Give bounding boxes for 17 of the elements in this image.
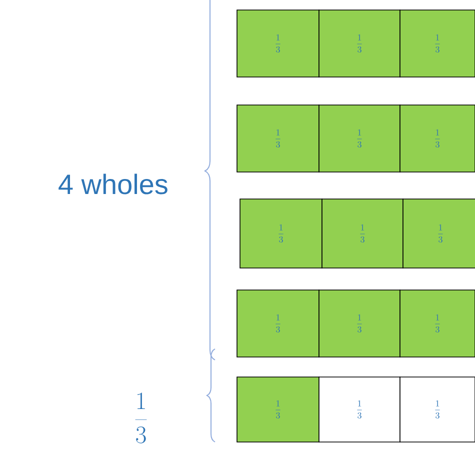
fraction-cell: $\frac{1}{3}$ [318,104,400,172]
fraction-cell: $\frac{1}{3}$ [400,104,475,172]
fraction-cell: $\frac{1}{3}$ [240,198,322,268]
fraction-cell: $\frac{1}{3}$ [318,376,400,442]
fraction-label: $\frac{1}{3}$ [135,392,147,444]
fraction-cell: $\frac{1}{3}$ [236,290,320,358]
fraction-cell: $\frac{1}{3}$ [318,290,400,358]
fraction-cell: $\frac{1}{3}$ [402,198,475,268]
fraction-cell: $\frac{1}{3}$ [236,376,320,442]
fraction-cell: $\frac{1}{3}$ [322,198,404,268]
fraction-cell: $\frac{1}{3}$ [318,10,400,78]
fraction-cell: $\frac{1}{3}$ [400,376,475,442]
whole-count-label: 4 wholes [58,174,168,194]
fraction-cell: $\frac{1}{3}$ [400,10,475,78]
fraction-cell: $\frac{1}{3}$ [400,290,475,358]
fraction-cell: $\frac{1}{3}$ [236,104,320,172]
fraction-cell: $\frac{1}{3}$ [236,10,320,78]
